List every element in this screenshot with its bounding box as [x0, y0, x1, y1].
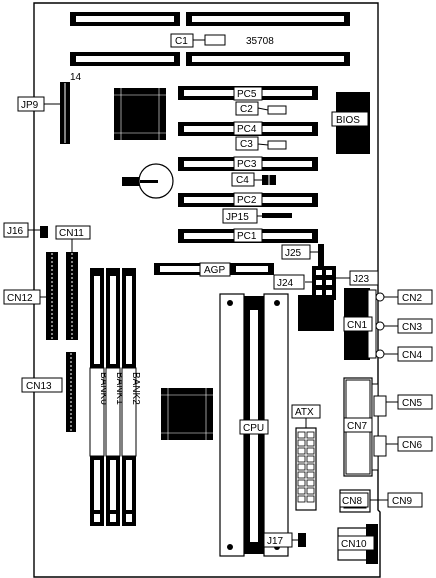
svg-text:CN3: CN3	[402, 322, 422, 333]
north-bridge-chip	[114, 88, 166, 140]
board-number: 35708	[246, 36, 274, 47]
svg-text:ATX: ATX	[295, 407, 314, 418]
svg-text:C4: C4	[236, 175, 249, 186]
label-cn1: CN1	[343, 316, 373, 332]
label-j23: J23	[349, 270, 379, 286]
svg-text:BIOS: BIOS	[336, 115, 360, 126]
label-cn3: CN3	[397, 318, 433, 334]
label-cn4: CN4	[397, 346, 433, 362]
label-bank0: BANK0	[98, 372, 109, 405]
jumper-c4	[262, 175, 276, 185]
svg-text:CN12: CN12	[7, 293, 33, 304]
svg-text:CN7: CN7	[347, 421, 367, 432]
svg-text:CN1: CN1	[347, 320, 367, 331]
jumper-jp9	[60, 82, 70, 144]
svg-text:C2: C2	[240, 104, 253, 115]
label-atx: ATX	[291, 404, 321, 419]
label-cn12: CN12	[3, 289, 41, 305]
jumper-jp15	[262, 213, 292, 218]
label-jp9: JP9	[17, 96, 45, 112]
svg-text:C1: C1	[175, 36, 188, 47]
capacitor-c2	[267, 105, 287, 115]
bank-labels: BANK0 BANK1 BANK2	[89, 367, 141, 457]
header-j24	[312, 266, 336, 300]
svg-text:JP15: JP15	[226, 212, 249, 223]
svg-text:J17: J17	[267, 536, 284, 547]
floppy-header-cn12	[46, 252, 58, 340]
jumper-j17	[298, 533, 306, 547]
label-cn5: CN5	[397, 394, 433, 410]
svg-text:PC3: PC3	[237, 159, 257, 170]
svg-text:PC4: PC4	[237, 124, 257, 135]
svg-text:J23: J23	[353, 274, 370, 285]
label-cn11: CN11	[55, 225, 91, 240]
label-c3: C3	[235, 136, 259, 151]
label-c4: C4	[231, 172, 255, 187]
label-bank2: BANK2	[130, 372, 141, 405]
svg-text:J24: J24	[277, 278, 294, 289]
io-controller-chip	[298, 295, 334, 331]
label-cn9: CN9	[387, 492, 423, 508]
svg-text:JP9: JP9	[21, 100, 39, 111]
label-cn13: CN13	[21, 377, 63, 393]
svg-text:AGP: AGP	[204, 265, 225, 276]
leader-lines	[28, 107, 398, 541]
jumper-j25	[318, 244, 324, 266]
label-j24: J24	[273, 274, 305, 290]
pci-slots	[178, 86, 318, 243]
svg-text:PC5: PC5	[237, 89, 257, 100]
label-pc2: PC2	[233, 192, 263, 207]
label-pc5: PC5	[233, 86, 263, 101]
svg-text:CPU: CPU	[243, 423, 264, 434]
capacitor-c3	[267, 140, 287, 150]
ide-header-cn11	[66, 252, 78, 340]
svg-text:CN2: CN2	[402, 293, 422, 304]
svg-text:CN11: CN11	[59, 228, 84, 239]
svg-text:CN5: CN5	[402, 398, 422, 409]
capacitor-c1	[204, 34, 226, 46]
label-pc1: PC1	[233, 228, 263, 243]
svg-text:PC2: PC2	[237, 195, 257, 206]
label-c2: C2	[235, 101, 259, 116]
svg-text:J25: J25	[285, 248, 302, 259]
label-cn2: CN2	[397, 289, 433, 305]
svg-text:CN9: CN9	[392, 496, 412, 507]
header-cn13	[66, 352, 76, 432]
svg-text:CN8: CN8	[342, 496, 362, 507]
label-bios: BIOS	[331, 111, 369, 127]
svg-text:CN13: CN13	[26, 381, 52, 392]
atx-power-connector	[295, 427, 317, 511]
svg-text:C3: C3	[240, 139, 253, 150]
svg-text:CN10: CN10	[341, 539, 367, 550]
svg-text:CN4: CN4	[402, 350, 422, 361]
label-j17: J17	[263, 532, 293, 548]
label-bank1: BANK1	[114, 372, 125, 405]
jp9-pin-number: 14	[70, 72, 82, 83]
label-agp: AGP	[199, 262, 231, 277]
label-jp15: JP15	[222, 208, 258, 224]
label-cn6: CN6	[397, 436, 433, 452]
south-bridge-chip	[161, 388, 213, 440]
svg-text:J16: J16	[7, 226, 24, 237]
isa-slots	[70, 12, 350, 66]
label-j16: J16	[3, 222, 29, 238]
component-labels: C1 JP9 PC5 C2 BIOS PC4 C3 PC3 C4 PC2 JP1…	[3, 33, 433, 551]
label-c1: C1	[170, 33, 194, 48]
label-cpu: CPU	[239, 419, 269, 435]
label-cn10: CN10	[337, 535, 375, 551]
jumper-j16	[40, 226, 48, 238]
svg-text:PC1: PC1	[237, 231, 257, 242]
battery-icon	[122, 163, 174, 199]
svg-text:CN6: CN6	[402, 440, 422, 451]
label-pc4: PC4	[233, 121, 263, 136]
label-cn8: CN8	[339, 492, 369, 508]
label-pc3: PC3	[233, 156, 263, 171]
label-j25: J25	[281, 244, 311, 260]
label-cn7: CN7	[343, 417, 373, 433]
